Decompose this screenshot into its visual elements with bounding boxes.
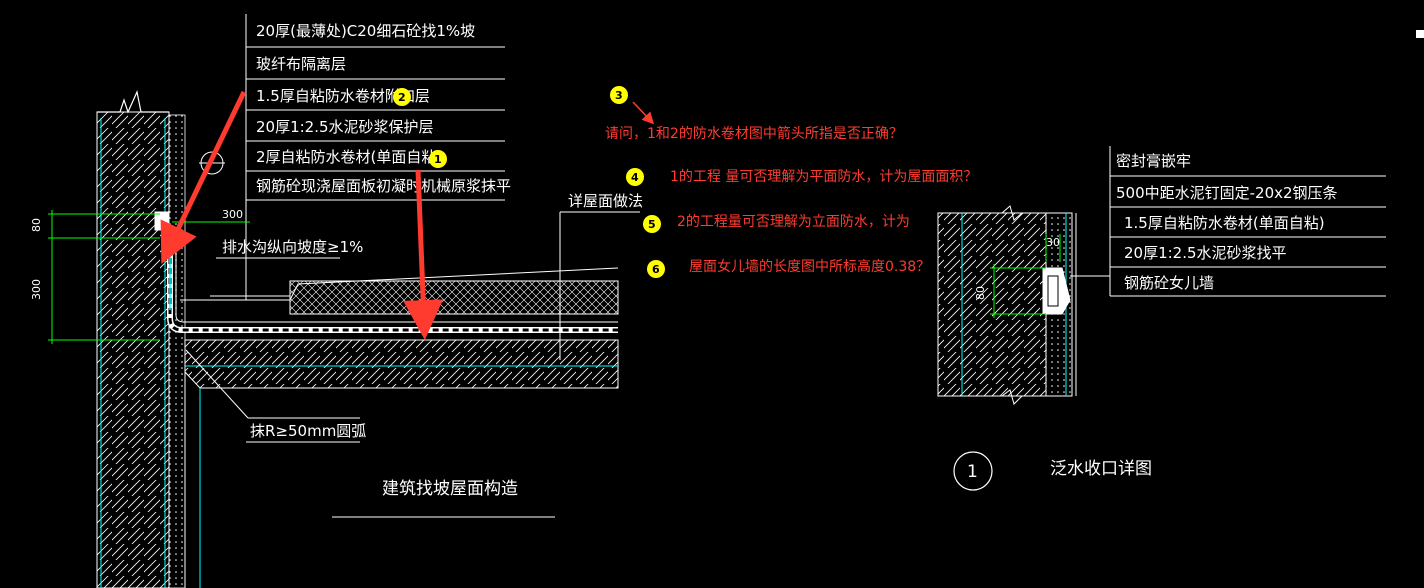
dim-right-80: 80	[974, 286, 987, 300]
marker-2-number: 2	[398, 91, 406, 104]
fillet-label: 抹R≥50mm圆弧	[250, 422, 366, 440]
annotation-5-text: 2的工程量可否理解为立面防水，计为	[677, 214, 910, 230]
marker-6-icon	[647, 260, 665, 278]
detail-reference-label: 详屋面做法	[568, 192, 643, 210]
left-roof-slab	[184, 339, 619, 588]
layer-label-1: 20厚(最薄处)C20细石砼找1%坡	[256, 22, 475, 40]
marker-5-icon	[643, 215, 661, 233]
right-dimension-lines	[990, 234, 1061, 318]
detail-number: 1	[967, 462, 978, 482]
marker-4-number: 4	[631, 171, 639, 184]
drain-slope-label: 排水沟纵向坡度≥1%	[222, 238, 363, 256]
marker-5-number: 5	[648, 218, 656, 231]
annotation-3-text: 请问，1和2的防水卷材图中箭头所指是否正确？	[605, 125, 903, 142]
annotation-4-text: 1的工程 量可否理解为平面防水，计为屋面面积？	[670, 169, 977, 185]
marker-2-icon	[393, 88, 411, 106]
marker-1-icon	[429, 150, 447, 168]
detail-number-circle-icon	[953, 451, 993, 491]
marker-3-number: 3	[615, 89, 623, 102]
marker-4-icon	[626, 168, 644, 186]
right-title: 泛水收口详图	[1050, 459, 1152, 479]
right-layer-label-3: 1.5厚自粘防水卷材(单面自粘)	[1124, 214, 1325, 232]
right-parapet-wall	[937, 205, 1077, 405]
red-arrow-icon-2	[403, 169, 444, 340]
right-layer-label-5: 钢筋砼女儿墙	[1124, 274, 1214, 292]
left-membrane-layers	[154, 211, 619, 333]
red-arrow-icon-3	[632, 101, 655, 125]
layer-label-6: 钢筋砼现浇屋面板初凝时机械原浆抹平	[256, 177, 511, 195]
red-arrow-icon-1	[160, 90, 247, 265]
right-layer-label-4: 20厚1:2.5水泥砂浆找平	[1124, 244, 1287, 262]
right-layer-label-1: 密封膏嵌牢	[1116, 152, 1191, 170]
right-layer-label-2: 500中距水泥钉固定-20x2钢压条	[1116, 184, 1338, 202]
marker-6-number: 6	[652, 263, 660, 276]
left-leader-column	[245, 14, 505, 300]
layer-label-2: 玻纤布隔离层	[256, 55, 346, 73]
layer-label-5: 2厚自粘防水卷材(单面自粘)	[256, 148, 442, 166]
left-title: 建筑找坡屋面构造	[382, 479, 518, 499]
annotation-6-text: 屋面女儿墙的长度图中所标高度0.38？	[689, 258, 930, 275]
marker-1-number: 1	[434, 153, 442, 166]
dim-right-30: 30	[1046, 236, 1060, 249]
dim-80: 80	[30, 218, 43, 232]
dim-300-horizontal: 300	[222, 208, 243, 221]
right-leader-column	[1070, 146, 1386, 297]
layer-label-4: 20厚1:2.5水泥砂浆保护层	[256, 118, 434, 136]
corner-mark	[1416, 30, 1424, 38]
layer-label-3: 1.5厚自粘防水卷材附加层	[256, 87, 430, 105]
left-dimension-lines	[48, 210, 250, 344]
marker-3-icon	[610, 86, 628, 104]
dim-300-vertical: 300	[30, 279, 43, 300]
